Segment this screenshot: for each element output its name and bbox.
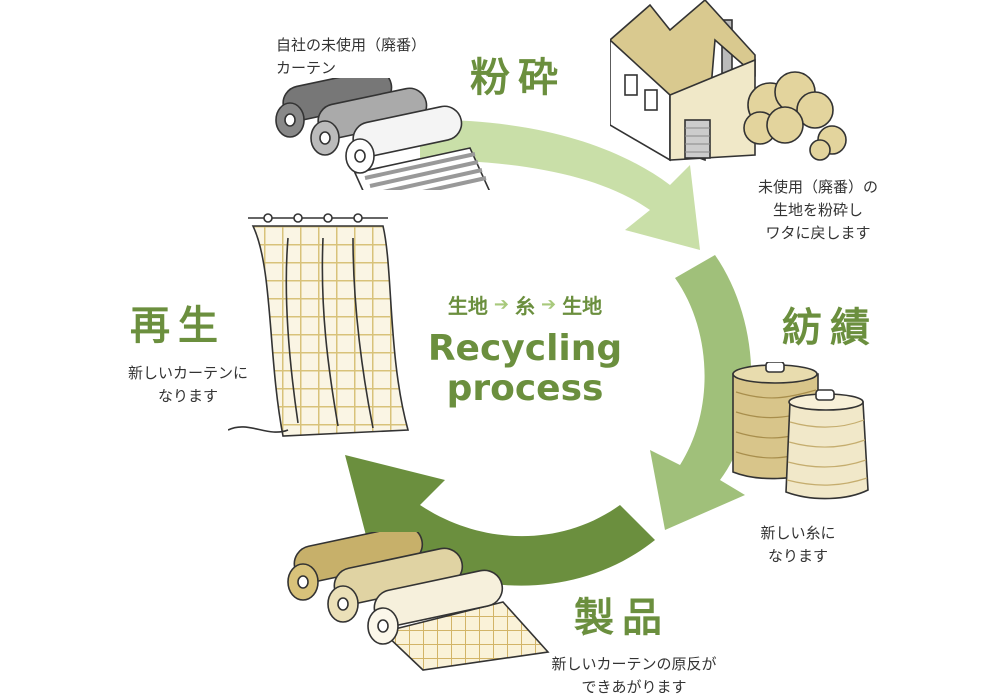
crush-desc-line3: ワタに戻します	[765, 224, 871, 242]
crush-desc-line2: 生地を粉砕し	[772, 201, 863, 219]
spin-desc-line1: 新しい糸に	[760, 524, 836, 542]
spin-description: 新しい糸に なります	[748, 522, 848, 568]
product-fabric-rolls	[287, 532, 550, 671]
arrow-right-icon: ➔	[541, 294, 557, 315]
flow-yarn: 糸	[515, 294, 535, 318]
arrow-spin	[650, 255, 752, 530]
factory-illustration	[610, 0, 847, 162]
flow-fabric-1: 生地	[447, 294, 488, 318]
arrow-crush	[420, 119, 700, 250]
crush-description: 未使用（廃番）の 生地を粉砕し ワタに戻します	[738, 176, 898, 245]
center-title-line1: Recycling	[427, 328, 623, 369]
source-description: 自社の未使用（廃番） カーテン	[276, 34, 426, 80]
new-curtain-illustration	[228, 213, 410, 437]
regen-desc-line2: なります	[157, 387, 218, 405]
regen-description: 新しいカーテンに なります	[108, 362, 268, 408]
center-flow: 生地 ➔ 糸 ➔ 生地	[448, 290, 602, 319]
yarn-spools-illustration	[732, 362, 869, 500]
product-step-title: 製品	[574, 595, 670, 641]
center-label: 生地 ➔ 糸 ➔ 生地 Recycling process	[415, 290, 635, 409]
cotton-fluff	[743, 71, 847, 161]
regen-step-title: 再生	[130, 303, 226, 349]
flow-fabric-2: 生地	[562, 294, 603, 318]
spin-desc-line2: なります	[767, 547, 828, 565]
source-desc-line2: カーテン	[276, 59, 337, 77]
regen-desc-line1: 新しいカーテンに	[127, 364, 248, 382]
product-description: 新しいカーテンの原反が できあがります	[514, 653, 754, 699]
source-desc-line1: 自社の未使用（廃番）	[276, 36, 427, 54]
arrow-right-icon: ➔	[493, 294, 509, 315]
spin-step-title: 紡績	[782, 305, 878, 351]
crush-desc-line1: 未使用（廃番）の	[757, 178, 878, 196]
product-desc-line1: 新しいカーテンの原反が	[551, 655, 717, 673]
crush-step-title: 粉砕	[470, 55, 566, 101]
product-desc-line2: できあがります	[581, 678, 687, 696]
source-curtain-rolls	[275, 78, 490, 190]
center-title-line2: process	[446, 368, 604, 409]
